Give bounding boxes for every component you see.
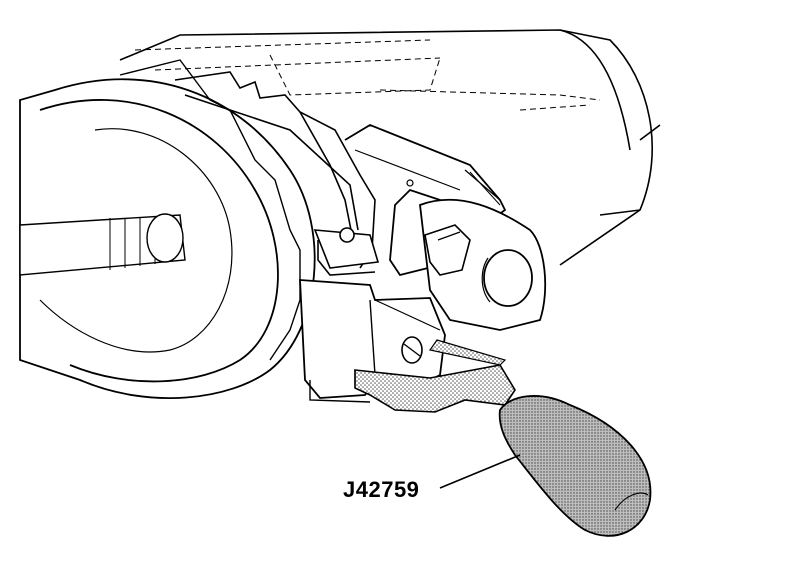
tool-callout-label: J42759 (343, 477, 420, 502)
lock-housing (299, 123, 547, 403)
steering-hub (19, 59, 316, 399)
callout-leader-line (439, 454, 521, 489)
service-tool (354, 339, 652, 537)
retainer-spring (174, 71, 380, 276)
